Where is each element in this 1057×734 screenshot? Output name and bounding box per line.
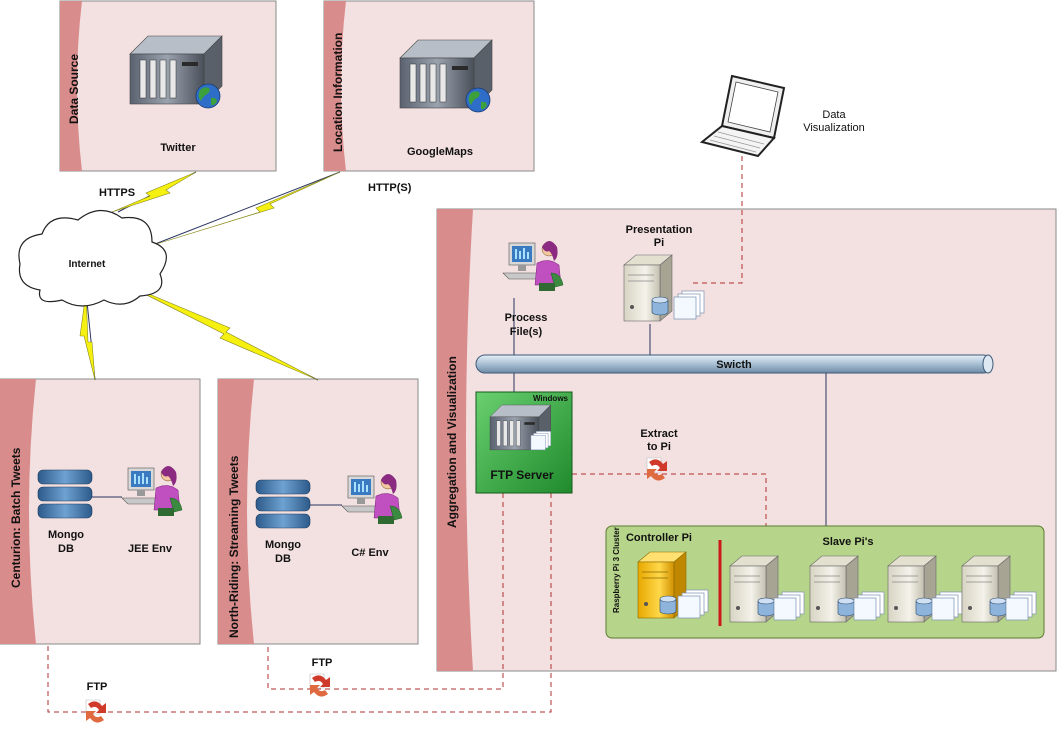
ftp-mid-label: FTP <box>312 657 333 669</box>
presentation-pi-label-1: Presentation <box>626 224 693 236</box>
dashed-connectors <box>47 156 767 713</box>
presentation-pi-label-2: Pi <box>654 237 664 249</box>
extract-to-pi-label-2: to Pi <box>647 441 671 453</box>
jee-env-label: JEE Env <box>128 543 173 555</box>
process-files-label-1: Process <box>505 312 548 324</box>
zone-label-north-riding: North-Riding: Streaming Tweets <box>227 455 241 638</box>
internet-label: Internet <box>69 259 106 270</box>
zone-location-information <box>323 0 535 172</box>
zone-label-aggregation: Aggregation and Visualization <box>445 356 459 528</box>
https-label: HTTPS <box>99 187 135 199</box>
slave-pis-label: Slave Pi's <box>823 536 874 548</box>
ftp-server-icon <box>489 404 552 451</box>
data-visualization-label-2: Visualization <box>803 122 865 134</box>
googlemaps-server-icon <box>399 39 493 113</box>
csharp-env-label: C# Env <box>351 547 389 559</box>
process-files-label-2: File(s) <box>510 326 543 338</box>
cluster-label: Raspberry Pi 3 Cluster <box>612 527 621 613</box>
ftp-mid-transfer-icon <box>309 673 331 698</box>
mongo-db-icon <box>37 469 93 519</box>
internet-cloud <box>18 209 167 307</box>
mongo-db-icon <box>255 479 311 529</box>
mongo-label-2: DB <box>58 543 74 555</box>
twitter-label: Twitter <box>160 142 196 154</box>
laptop-icon <box>701 75 785 157</box>
ftp-left-label: FTP <box>87 681 108 693</box>
ftp-server-label: FTP Server <box>490 468 553 482</box>
windows-label: Windows <box>533 394 569 403</box>
mongo-label-1: Mongo <box>48 529 84 541</box>
ftp-left-transfer-icon <box>85 699 107 724</box>
switch-label: Swicth <box>716 359 752 371</box>
mongo2-label-2: DB <box>275 553 291 565</box>
controller-pi-label: Controller Pi <box>626 532 692 544</box>
googlemaps-label: GoogleMaps <box>407 146 473 158</box>
extract-to-pi-label-1: Extract <box>640 428 678 440</box>
https-s-label: HTTP(S) <box>368 182 412 194</box>
mongo2-label-1: Mongo <box>265 539 301 551</box>
zone-data-source <box>59 0 277 172</box>
zone-label-data-source: Data Source <box>67 54 81 124</box>
twitter-server-icon <box>129 35 223 109</box>
zone-label-centurion: Centurion: Batch Tweets <box>9 447 23 588</box>
zone-label-location-information: Location Information <box>331 33 345 152</box>
switch-bar <box>475 354 994 374</box>
data-visualization-label-1: Data <box>822 109 846 121</box>
